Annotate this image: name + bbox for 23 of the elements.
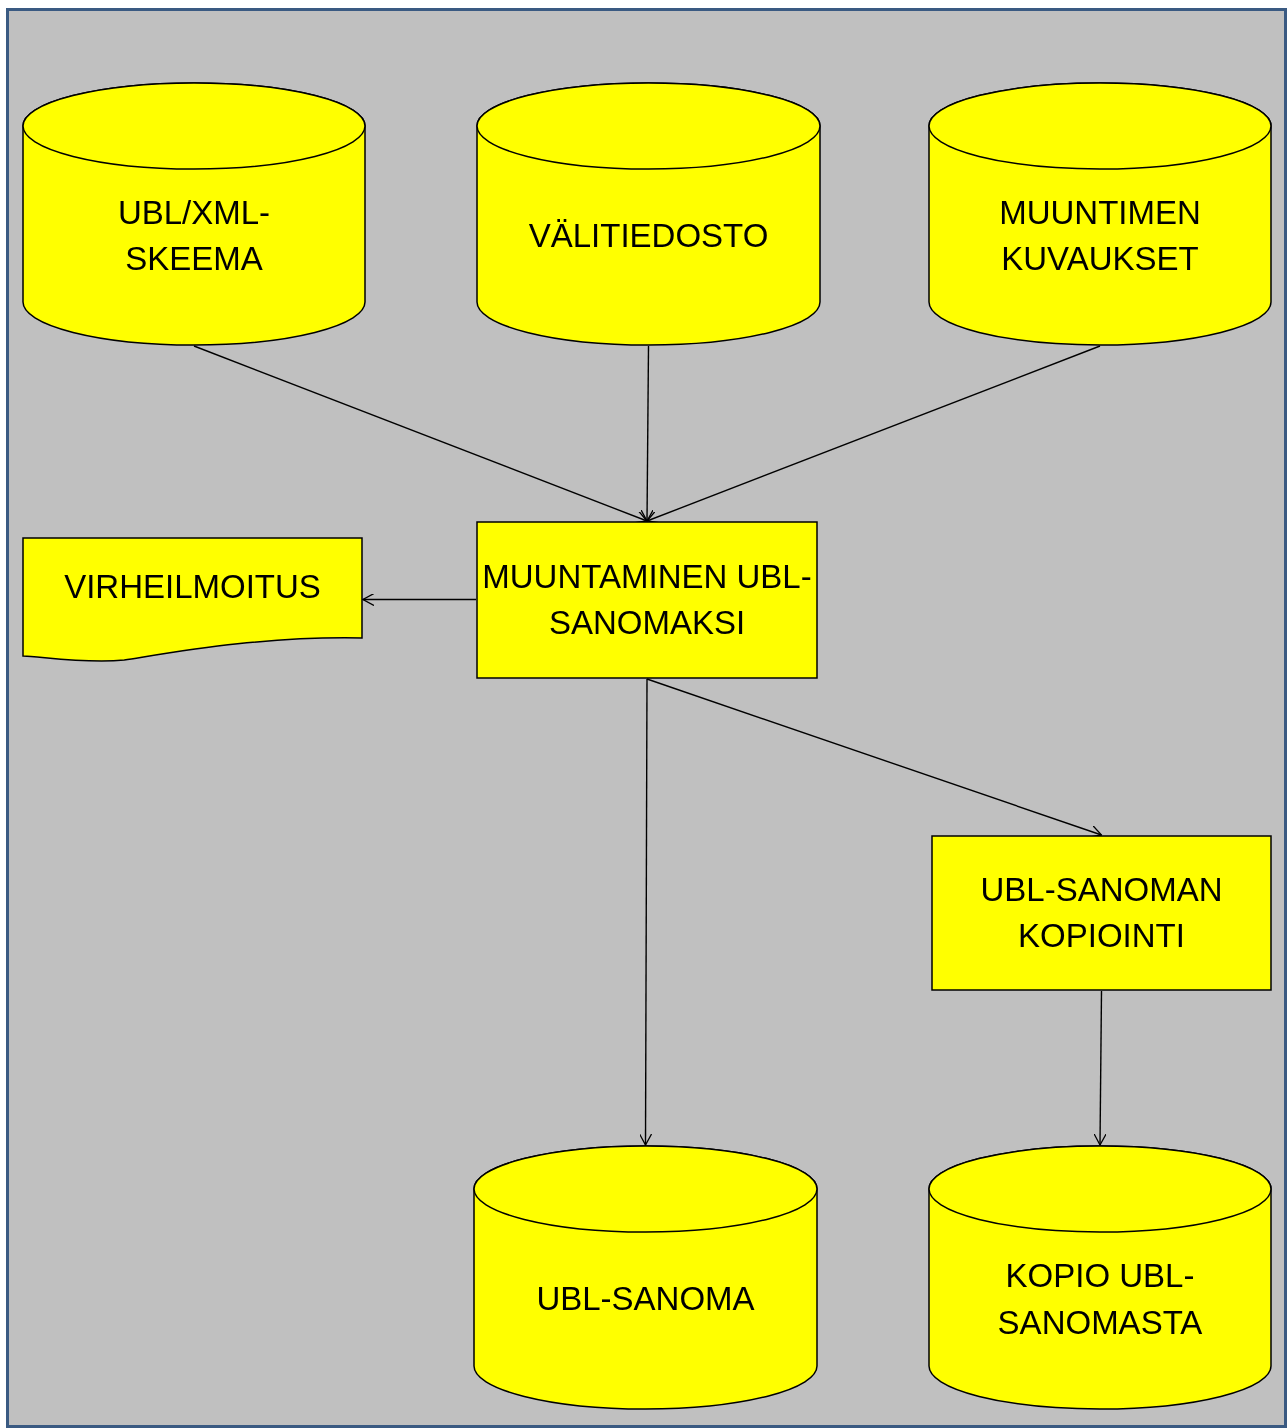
database-cylinder [22, 82, 366, 346]
node-label: VIRHEILMOITUS [64, 567, 321, 608]
database-cylinder [928, 1145, 1272, 1410]
node-label: MUUNTIMEN KUVAUKSET [998, 192, 1202, 279]
node-label: KOPIO UBL-SANOMASTA [996, 1256, 1204, 1343]
node-label: UBL-SANOMAN KOPIOINTI [979, 869, 1224, 956]
document-shape [22, 537, 363, 662]
arrow [646, 345, 1101, 524]
database-cylinder [928, 82, 1272, 346]
node-label: UBL/XML- SKEEMA [116, 192, 272, 279]
process-box [931, 835, 1272, 991]
process-box [476, 521, 818, 679]
database-cylinder [476, 82, 821, 346]
database-cylinder [473, 1145, 818, 1410]
node-label: MUUNTAMINEN UBL-SANOMAKSI [482, 556, 812, 643]
arrow [362, 592, 477, 607]
arrow [1093, 990, 1107, 1146]
node-label: UBL-SANOMA [536, 1279, 755, 1320]
arrow [640, 345, 654, 522]
arrow [646, 678, 1103, 838]
node-label: VÄLITIEDOSTO [528, 215, 769, 256]
arrow [638, 678, 653, 1146]
arrow [193, 345, 648, 524]
